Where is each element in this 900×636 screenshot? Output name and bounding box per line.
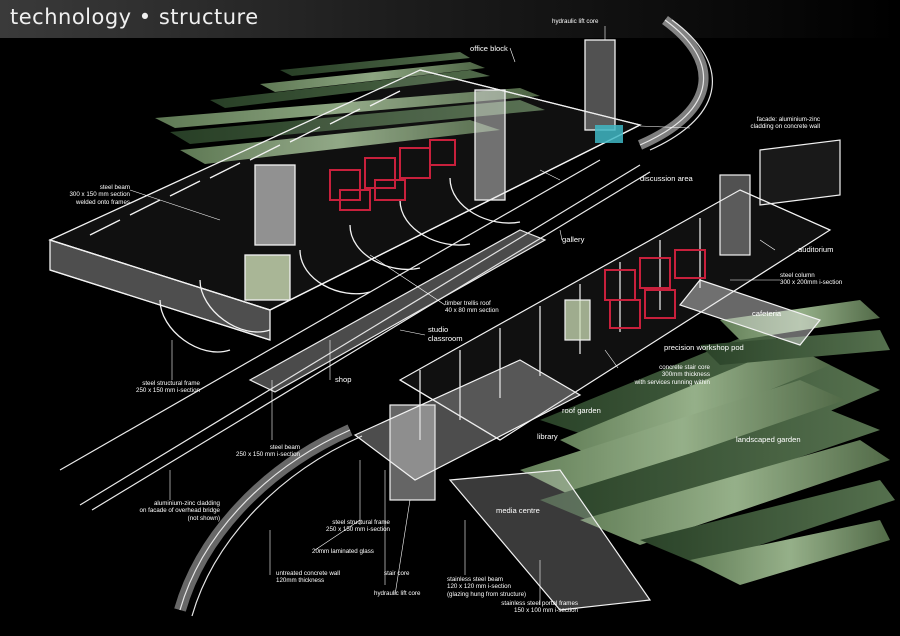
label-concrete-stair-core: concrete stair core 300mm thickness with… xyxy=(634,364,710,386)
label-facade-cladding: facade: aluminium-zinc cladding on concr… xyxy=(750,116,820,131)
cyan-panel xyxy=(595,125,623,143)
label-roof-garden: roof garden xyxy=(562,406,601,415)
label-laminated-glass: 20mm laminated glass xyxy=(312,548,374,555)
header-band xyxy=(0,0,900,38)
label-steel-structural-frame-mid: steel structural frame 250 x 150 mm i-se… xyxy=(326,519,390,534)
office-red-pods xyxy=(329,139,456,211)
label-hydraulic-lift-core-top: hydraulic lift core xyxy=(552,18,599,25)
label-stainless-steel-beam: stainless steel beam 120 x 120 mm i-sect… xyxy=(447,576,527,598)
upper-landscape-strips xyxy=(155,52,545,164)
label-landscaped-garden: landscaped garden xyxy=(736,435,801,444)
label-studio-classroom: studio classroom xyxy=(428,325,463,343)
label-hydraulic-lift-core-bottom: hydraulic lift core xyxy=(374,590,421,597)
label-auditorium: auditorium xyxy=(798,245,834,254)
label-stair-core: stair core xyxy=(384,570,410,577)
label-shop: shop xyxy=(335,375,352,384)
page-title: technology • structure xyxy=(10,5,259,29)
label-steel-beam-300: steel beam 300 x 150 mm section welded o… xyxy=(69,184,130,206)
label-media-centre: media centre xyxy=(496,506,540,515)
lower-building-frame xyxy=(353,139,841,611)
label-office-block: office block xyxy=(470,44,508,53)
label-stainless-portal-frames: stainless steel portal frames 150 x 100 … xyxy=(501,600,578,615)
landscaped-garden-strips xyxy=(520,300,895,585)
leader-lines xyxy=(129,26,780,605)
label-untreated-concrete-wall: untreated concrete wall 120mm thickness xyxy=(276,570,340,585)
label-timber-trellis: timber trellis roof 40 x 80 mm section xyxy=(445,300,499,315)
label-steel-beam-250: steel beam 250 x 150 mm i-section xyxy=(236,444,300,459)
label-aluminium-zinc-bridge: aluminium-zinc cladding on facade of ove… xyxy=(139,500,221,522)
label-gallery: gallery xyxy=(562,235,585,244)
overhead-bridge xyxy=(59,159,651,511)
label-precision-workshop-pod: precision workshop pod xyxy=(664,343,744,352)
label-cafeteria: cafeteria xyxy=(752,309,782,318)
label-discussion-area: discussion area xyxy=(640,174,693,183)
workshop-red-pods xyxy=(604,249,706,329)
label-steel-structural-frame-left: steel structural frame 250 x 150 mm i-se… xyxy=(136,380,200,395)
label-steel-column: steel column 300 x 200mm i-section xyxy=(780,272,843,287)
label-library: library xyxy=(537,432,558,441)
curved-walkways xyxy=(174,15,713,617)
